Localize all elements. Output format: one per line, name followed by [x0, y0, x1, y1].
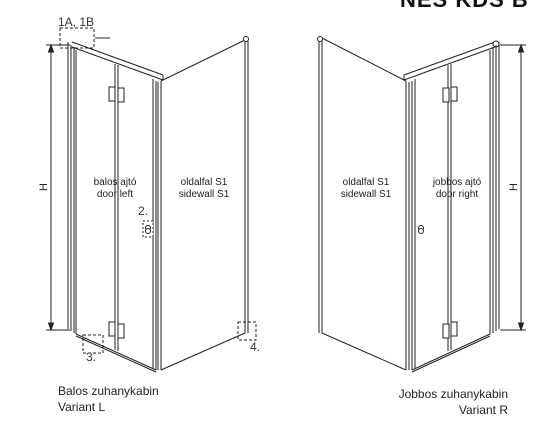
left-wall-profile [67, 42, 75, 333]
left-sidewall-label-hu: oldalfal S1 [180, 177, 228, 188]
left-height-dimension [46, 43, 70, 332]
left-door-hinges [108, 86, 125, 339]
right-caption-en: Variant R [458, 403, 508, 417]
right-door-label-hu: jobbos ajtó [432, 177, 482, 188]
right-wall-profile [492, 42, 500, 333]
left-door-label-en: door left [96, 189, 134, 200]
right-height-dimension [500, 43, 526, 332]
left-height-label: H [37, 183, 50, 191]
right-door-handle [418, 225, 424, 234]
left-caption-en: Variant L [58, 400, 106, 414]
left-caption-hu: Balos zuhanykabin [58, 384, 159, 398]
callout-label-1a-1b: 1A, 1B [58, 15, 95, 29]
callout-box-3 [82, 334, 104, 354]
right-caption-hu: Jobbos zuhanykabin [398, 387, 508, 401]
callout-label-2: 2. [138, 204, 149, 218]
product-code-header: NES KDS B [400, 0, 529, 13]
callout-label-3: 3. [86, 350, 97, 364]
left-door-handle [142, 220, 154, 238]
right-height-label: H [507, 183, 520, 191]
callout-box-1 [59, 27, 95, 49]
right-door-label-en: door right [435, 189, 479, 200]
left-door-label-hu: balos ajtó [93, 177, 137, 188]
right-sidewall-label-hu: oldalfal S1 [342, 177, 390, 188]
right-door-panel [411, 50, 491, 373]
right-sidewall-panel [317, 36, 410, 371]
right-cabin [317, 36, 526, 373]
callout-box-4 [237, 321, 257, 341]
left-sidewall-label-en: sidewall S1 [178, 189, 230, 200]
callout-label-4: 4. [250, 340, 261, 354]
left-cabin [46, 27, 257, 373]
right-sidewall-label-en: sidewall S1 [340, 189, 392, 200]
left-sidewall-panel [157, 36, 249, 371]
right-door-hinges [442, 86, 458, 339]
